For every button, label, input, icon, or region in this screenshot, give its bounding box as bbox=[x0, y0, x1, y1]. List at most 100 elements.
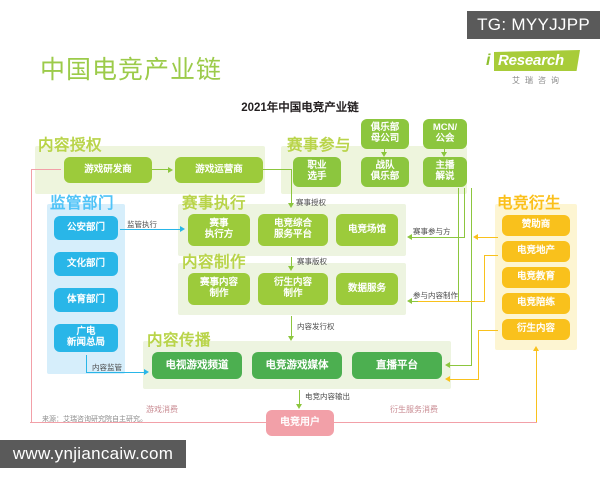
node-culture-dept[interactable]: 文化部门 bbox=[54, 252, 118, 276]
group-title-content-production: 内容制作 bbox=[182, 254, 247, 271]
node-label: 衍生内容 制作 bbox=[273, 277, 312, 299]
node-label: 赛事 执行方 bbox=[204, 218, 234, 240]
logo-shape bbox=[494, 50, 580, 71]
page-title: 中国电竞产业链 bbox=[40, 56, 223, 84]
node-radio-tv-press-admin[interactable]: 广电 新闻总局 bbox=[54, 324, 118, 352]
arrow-streamer-to-live bbox=[445, 362, 450, 369]
edge-operator-down bbox=[291, 169, 293, 205]
edge-developer-to-operator bbox=[152, 169, 169, 171]
edge-users-to-license-right bbox=[31, 169, 61, 171]
node-data-service[interactable]: 数据服务 bbox=[336, 273, 398, 305]
logo-i-letter: i bbox=[486, 52, 491, 69]
url-watermark: www.ynjiancaiw.com bbox=[0, 440, 186, 468]
chart-title: 2021年中国电竞产业链 bbox=[241, 102, 359, 114]
arrow-event-copyright bbox=[288, 266, 295, 271]
edge-derivatives-to-execution bbox=[478, 237, 498, 239]
logo-wordmark: Research bbox=[498, 52, 564, 69]
node-game-operator[interactable]: 游戏运营商 bbox=[175, 157, 263, 183]
node-derivative-content-production[interactable]: 衍生内容 制作 bbox=[258, 273, 328, 305]
logo-chinese-name: 艾瑞咨询 bbox=[512, 76, 564, 85]
edge-content-publishing bbox=[291, 316, 293, 338]
telegram-watermark: TG: MYYJJPP bbox=[467, 11, 600, 39]
node-label: 战队 俱乐部 bbox=[370, 160, 400, 182]
arrow-mcn-to-streamer bbox=[441, 152, 448, 157]
iresearch-logo: i Research 艾瑞咨询 bbox=[484, 50, 584, 88]
edge-label-content-publishing-rights: 内容发行权 bbox=[297, 322, 335, 331]
edge-label-esports-content-output: 电竞内容输出 bbox=[305, 392, 350, 401]
arrow-developer-to-operator bbox=[168, 166, 173, 173]
edge-regulation-exec bbox=[120, 229, 182, 231]
node-derivative-content[interactable]: 衍生内容 bbox=[502, 319, 570, 340]
node-tv-game-channel[interactable]: 电视游戏频道 bbox=[152, 352, 242, 379]
edge-derivatives-to-production-stub bbox=[484, 255, 498, 257]
source-note: 来源：艾瑞咨询研究院自主研究。 bbox=[42, 416, 147, 423]
edge-derivatives-to-production-left bbox=[418, 301, 485, 303]
group-title-event-execution: 赛事执行 bbox=[182, 195, 247, 212]
edge-label-game-consumption: 游戏消费 bbox=[146, 405, 178, 414]
arrow-parent-to-team bbox=[381, 152, 388, 157]
node-label: 俱乐部 母公司 bbox=[370, 122, 400, 144]
edge-content-supervision-right bbox=[86, 372, 146, 374]
group-title-esports-derivatives: 电竞衍生 bbox=[497, 195, 562, 212]
edge-users-to-license-up bbox=[31, 170, 33, 423]
arrow-derivatives-to-execution bbox=[473, 234, 478, 241]
node-esports-game-media[interactable]: 电竞游戏媒体 bbox=[252, 352, 342, 379]
arrow-content-supervision bbox=[144, 369, 149, 376]
node-sponsor[interactable]: 赞助商 bbox=[502, 215, 570, 236]
edge-esports-content-output bbox=[299, 390, 301, 406]
edge-label-event-authorization: 赛事授权 bbox=[296, 198, 326, 207]
node-esports-users[interactable]: 电竞用户 bbox=[266, 410, 334, 436]
edge-content-supervision-down bbox=[86, 355, 88, 373]
edge-parent-to-team bbox=[384, 149, 386, 153]
edge-event-copyright bbox=[291, 257, 293, 268]
node-esports-coaching[interactable]: 电竞陪练 bbox=[502, 293, 570, 314]
arrow-event-authorization bbox=[288, 203, 295, 208]
node-label: 电竞综合 服务平台 bbox=[273, 218, 312, 240]
node-esports-service-platform[interactable]: 电竞综合 服务平台 bbox=[258, 214, 328, 246]
arrow-esports-content-output bbox=[296, 404, 303, 409]
edge-mcn-to-streamer bbox=[444, 149, 446, 153]
edge-derivatives-to-distribution-down bbox=[478, 330, 480, 380]
node-event-executor[interactable]: 赛事 执行方 bbox=[188, 214, 250, 246]
node-esports-real-estate[interactable]: 电竞地产 bbox=[502, 241, 570, 262]
node-label: 赛事内容 制作 bbox=[199, 277, 238, 299]
node-public-security-dept[interactable]: 公安部门 bbox=[54, 216, 118, 240]
edge-derivative-service-consumption bbox=[330, 422, 537, 424]
edge-participants-left bbox=[412, 237, 465, 239]
edge-operator-right bbox=[263, 169, 292, 171]
edge-participants-down bbox=[464, 188, 466, 238]
arrow-users-to-derivatives bbox=[533, 346, 540, 351]
node-streamer-caster[interactable]: 主播 解说 bbox=[423, 157, 467, 187]
group-title-event-participation: 赛事参与 bbox=[287, 137, 352, 154]
node-esports-venue[interactable]: 电竞场馆 bbox=[336, 214, 398, 246]
node-pro-player[interactable]: 职业 选手 bbox=[293, 157, 341, 187]
node-esports-education[interactable]: 电竞教育 bbox=[502, 267, 570, 288]
node-label: 广电 新闻总局 bbox=[66, 326, 105, 348]
node-event-content-production[interactable]: 赛事内容 制作 bbox=[188, 273, 250, 305]
arrow-derivatives-to-distribution bbox=[445, 376, 450, 383]
node-label: MCN/ 公会 bbox=[432, 122, 458, 144]
edge-label-content-supervision: 内容监管 bbox=[92, 363, 122, 372]
arrow-regulation-exec bbox=[180, 226, 185, 233]
arrow-content-publishing bbox=[288, 336, 295, 341]
group-title-regulators: 监管部门 bbox=[50, 195, 115, 212]
edge-derivatives-to-distribution-stub bbox=[478, 330, 498, 332]
group-title-content-license: 内容授权 bbox=[38, 137, 103, 154]
edge-label-regulation-exec: 监管执行 bbox=[127, 220, 157, 229]
node-club-parent-company[interactable]: 俱乐部 母公司 bbox=[361, 119, 409, 149]
edge-derivatives-to-distribution-left bbox=[450, 379, 479, 381]
node-sports-dept[interactable]: 体育部门 bbox=[54, 288, 118, 312]
edge-streamer-to-live-down bbox=[471, 188, 473, 366]
logo-badge: i Research bbox=[484, 50, 580, 72]
node-label: 职业 选手 bbox=[307, 160, 327, 182]
edge-label-participate-content-production: 参与内容制作 bbox=[413, 291, 458, 300]
edge-streamer-to-live-left bbox=[450, 365, 472, 367]
node-live-platform[interactable]: 直播平台 bbox=[352, 352, 442, 379]
arrow-participate-content-production bbox=[407, 298, 412, 305]
node-team-club[interactable]: 战队 俱乐部 bbox=[361, 157, 409, 187]
node-mcn-guild[interactable]: MCN/ 公会 bbox=[423, 119, 467, 149]
node-label: 主播 解说 bbox=[435, 160, 455, 182]
group-title-content-distribution: 内容传播 bbox=[147, 332, 212, 349]
node-game-developer[interactable]: 游戏研发商 bbox=[64, 157, 152, 183]
